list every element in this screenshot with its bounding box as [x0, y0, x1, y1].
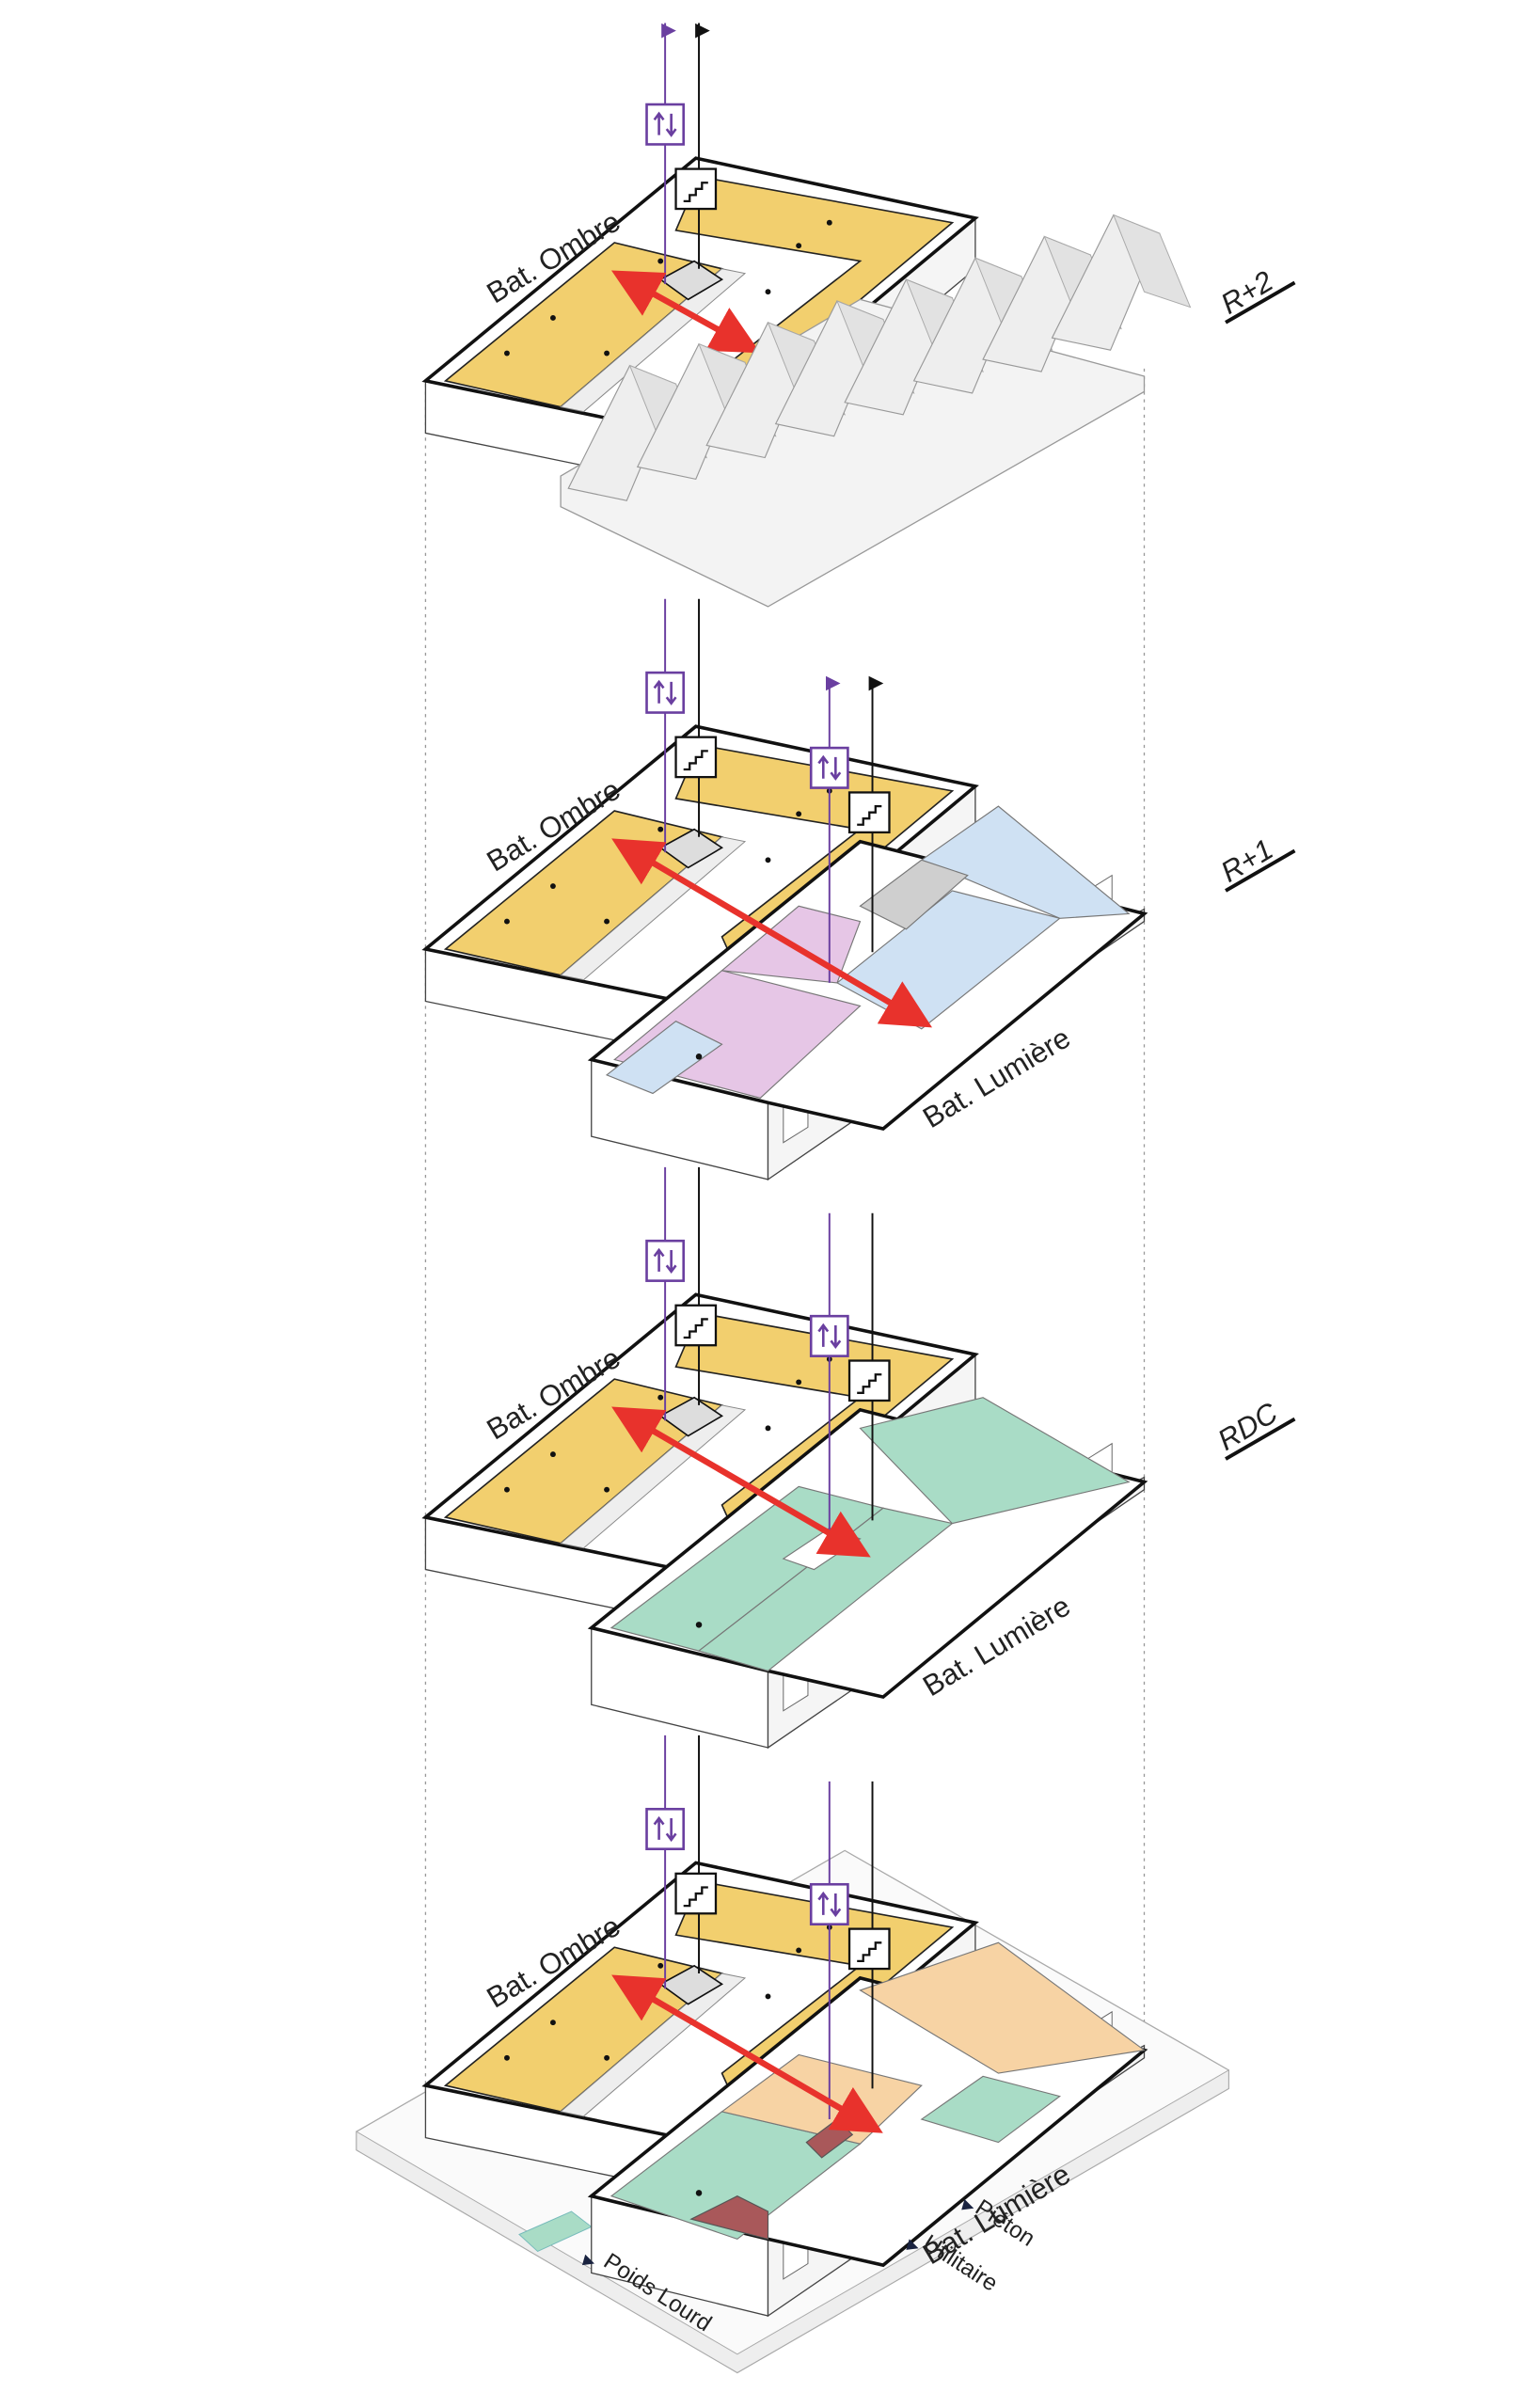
level-label-r1: R+1: [1215, 832, 1296, 893]
roof-shed: [560, 214, 1192, 608]
elevator-icon: [809, 746, 849, 789]
elevator-icon: [645, 1807, 686, 1851]
envelope-lines: [424, 368, 1146, 2135]
stairs-icon: [674, 167, 718, 211]
elevator-icon: [645, 1239, 686, 1282]
circulation-arrow: [610, 270, 761, 354]
stairs-icon: [847, 1927, 891, 1971]
vertical-circulation: [661, 23, 710, 285]
stairs-icon: [674, 1304, 718, 1347]
stairs-icon: [674, 1872, 718, 1915]
level-label-r2: R+2: [1215, 264, 1296, 325]
elevator-icon: [809, 1314, 849, 1357]
poids-lourd-marker-icon: [581, 2254, 595, 2266]
circulation-arrow: [611, 1974, 883, 2133]
elevator-icon: [809, 1882, 849, 1926]
circulation-arrow: [611, 1406, 871, 1558]
elevator-icon: [645, 671, 686, 714]
circulation-arrow: [611, 838, 933, 1028]
level-label-rdc: RDC: [1212, 1396, 1296, 1461]
stairs-icon: [674, 736, 718, 779]
stairs-icon: [847, 791, 891, 834]
stairs-icon: [847, 1359, 891, 1402]
pieton-marker-icon: [961, 2198, 974, 2210]
utilitaire-marker-icon: [906, 2239, 919, 2250]
elevator-icon: [645, 103, 686, 146]
